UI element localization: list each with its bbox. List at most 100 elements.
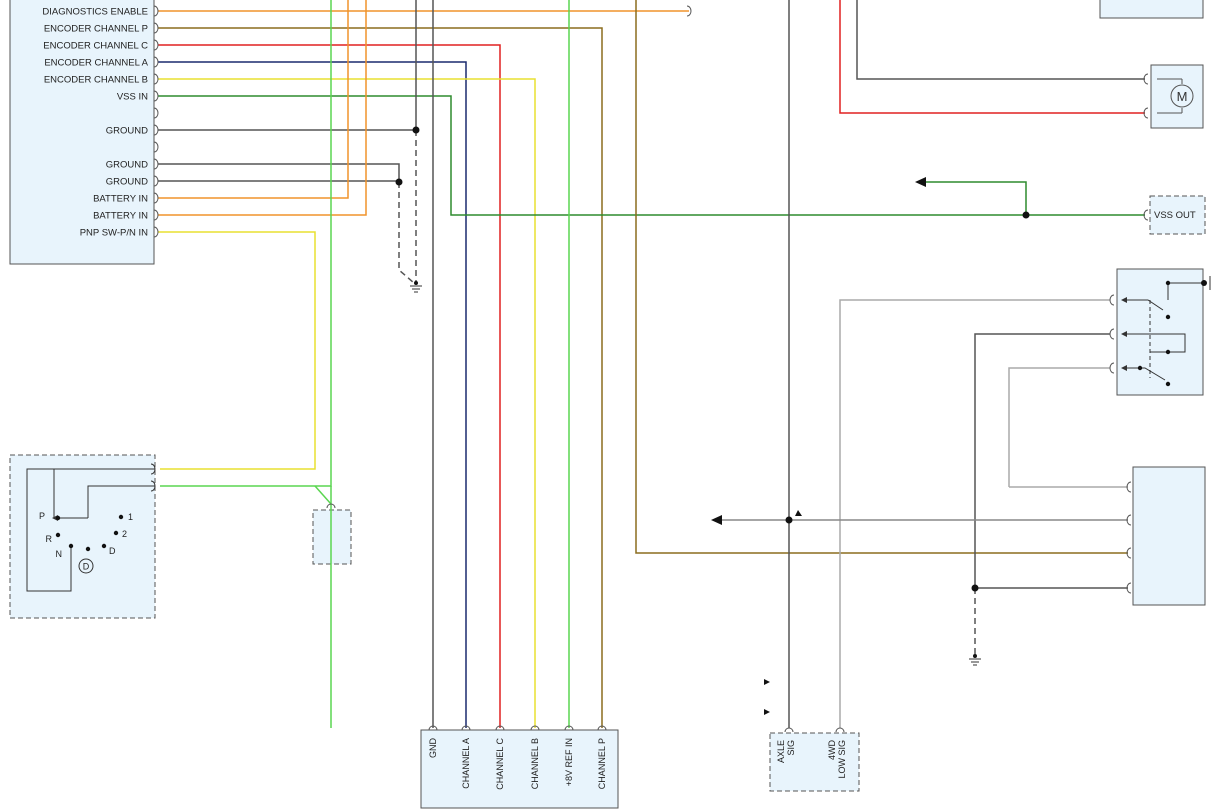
axle-pin-label: SIG [786, 740, 796, 756]
transfer-case-module [9, 0, 155, 265]
ground-symbol [410, 285, 422, 293]
wire-battery-2 [158, 0, 367, 216]
connector-pin [153, 22, 159, 34]
arrow-left-icon [711, 515, 722, 525]
junction-dot [1165, 280, 1171, 286]
connector-pin [428, 725, 438, 731]
connector-pin [686, 5, 692, 17]
wire-encoder-b [158, 78, 536, 728]
connector-pin [530, 725, 540, 731]
axle-pin-label: AXLE [776, 740, 786, 763]
connector-pin [153, 39, 159, 51]
encoder-pin-label: CHANNEL B [530, 738, 540, 789]
wire-8v-ref [160, 0, 332, 487]
connector-pin [1143, 209, 1149, 221]
wire-pnp [158, 231, 316, 470]
junction-dot [412, 126, 420, 134]
vss-out-box [1149, 195, 1206, 235]
wire-vss-in [158, 95, 1145, 216]
arrow-left-icon [915, 177, 926, 187]
wire-olive-vertical [635, 0, 1128, 554]
junction-dot [1165, 314, 1171, 320]
wire-switch-gray [974, 333, 1110, 588]
junction-dot [1137, 365, 1143, 371]
connector-pin [1143, 107, 1149, 119]
connector-pin [564, 725, 574, 731]
junction-dot [395, 178, 403, 186]
connector-pin [153, 124, 159, 136]
selector-position-dot [118, 514, 124, 520]
wire-battery-1 [158, 0, 349, 199]
module-pin-label: DIAGNOSTICS ENABLE [42, 7, 148, 18]
wire-motor-gray [856, 0, 1145, 80]
connector-pin [326, 503, 336, 509]
module-pin-label: PNP SW-P/N IN [80, 228, 148, 239]
selector-position-dot [68, 543, 74, 549]
encoder-pin-label: CHANNEL P [597, 738, 607, 789]
wire-encoder-a [158, 61, 467, 728]
selector-switch-box [9, 454, 156, 619]
axle-pin-label: 4WD [827, 740, 837, 761]
wire-encoder-p [158, 27, 603, 728]
module-pin-label: GROUND [106, 160, 148, 171]
connector-pin [153, 56, 159, 68]
connector-pin [784, 727, 794, 733]
wire-encoder-c [158, 44, 501, 728]
motor-icon: M [1157, 78, 1194, 114]
ground-drop-2 [398, 182, 415, 284]
vss-out-label: VSS OUT [1154, 210, 1196, 221]
connector-pin [153, 209, 159, 221]
wire-8v-to-small [314, 485, 332, 505]
junction-dot [1165, 381, 1171, 387]
connector-pin [597, 725, 607, 731]
selector-circle [78, 558, 94, 574]
junction-dot [971, 584, 979, 592]
module-pin-label: BATTERY IN [93, 194, 148, 205]
arrow-up-icon [795, 510, 802, 516]
selector-position-label: N [56, 549, 63, 559]
connector-pin [153, 226, 159, 238]
connector-pin [153, 107, 159, 119]
encoder-pin-label: GND [428, 738, 438, 759]
module-pin-label: GROUND [106, 126, 148, 137]
selector-position-label: R [46, 534, 53, 544]
module-pin-label: ENCODER CHANNEL P [44, 24, 148, 35]
wire-4wd-low-sig [839, 299, 1110, 728]
junction-dot [1201, 280, 1207, 286]
module-pin-label: ENCODER CHANNEL A [44, 58, 148, 69]
module-pin-label: BATTERY IN [93, 211, 148, 222]
connector-pin [1126, 481, 1132, 493]
module-pin-label: GROUND [106, 177, 148, 188]
top-right-box [1099, 0, 1204, 19]
arrow-right-icon [764, 679, 770, 685]
connector-pin [1143, 73, 1149, 85]
connector-pin [1126, 547, 1132, 559]
connector-pin [1126, 514, 1132, 526]
selector-circle-label: D [83, 562, 90, 572]
wire-switch-lightgray [1008, 367, 1110, 487]
wire-ground-2 [158, 163, 400, 182]
connector-pin [835, 727, 845, 733]
junction-dot [973, 654, 977, 658]
module-pin-label: ENCODER CHANNEL C [43, 41, 148, 52]
connector-pin [153, 192, 159, 204]
axle-connector-box [769, 732, 860, 792]
selector-position-dot [55, 515, 61, 521]
module-pin-label: ENCODER CHANNEL B [44, 75, 148, 86]
wire-motor-red [839, 0, 1145, 114]
junction-dot [1165, 349, 1171, 355]
selector-position-label: P [39, 511, 45, 521]
arrow-left-icon [1121, 365, 1127, 371]
connector-pin [495, 725, 505, 731]
selector-position-dot [85, 546, 91, 552]
axle-pin-label: LOW SIG [837, 740, 847, 779]
ground-symbol [969, 658, 981, 666]
junction-dot [785, 516, 793, 524]
arrow-right-icon [764, 709, 770, 715]
selector-position-dot [55, 532, 61, 538]
wire-vss-branch [925, 181, 1027, 215]
encoder-pin-label: +8V REF IN [564, 738, 574, 786]
connector-pin [153, 5, 159, 17]
junction-dot [414, 281, 418, 285]
